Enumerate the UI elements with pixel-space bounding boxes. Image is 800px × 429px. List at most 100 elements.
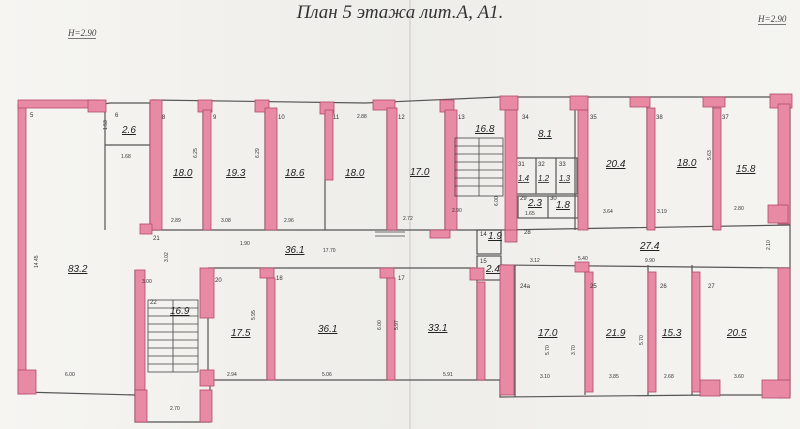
room-27-area: 20.5 bbox=[726, 328, 747, 339]
dimension-label: 5.95 bbox=[251, 310, 257, 320]
room-number: 20 bbox=[215, 278, 222, 284]
room-31-area: 1.4 bbox=[518, 174, 530, 183]
room-29-area: 2.3 bbox=[527, 198, 542, 209]
dimension-label: 1.53 bbox=[103, 120, 109, 130]
dimension-label: 6.29 bbox=[255, 148, 261, 158]
dimension-label: 3.60 bbox=[734, 374, 744, 380]
room-number: 33 bbox=[559, 162, 566, 168]
room-number: 28 bbox=[524, 230, 531, 236]
room-17-area: 33.1 bbox=[428, 323, 447, 334]
dimension-label: 2.70 bbox=[170, 406, 180, 412]
dimension-label: 3.08 bbox=[221, 218, 231, 224]
room-number: 26 bbox=[660, 284, 667, 290]
room-37-area: 15.8 bbox=[736, 164, 756, 175]
room-number: 15 bbox=[480, 259, 487, 265]
room-number: 35 bbox=[590, 115, 597, 121]
height-note-right: Н=2.90 bbox=[758, 14, 787, 25]
room-11-area: 18.0 bbox=[345, 168, 365, 179]
room-number: 25 bbox=[590, 284, 597, 290]
room-number: 24a bbox=[520, 284, 531, 290]
dimension-label: 5.63 bbox=[707, 150, 713, 160]
dimension-label: 3.70 bbox=[571, 345, 577, 355]
room-26-area: 15.3 bbox=[662, 328, 682, 339]
room-33-area: 1.3 bbox=[559, 174, 571, 183]
room-number: 14 bbox=[480, 232, 487, 238]
dimension-label: 3.85 bbox=[609, 374, 619, 380]
dimension-label: 14.45 bbox=[34, 255, 40, 268]
dimension-label: 5.97 bbox=[394, 320, 400, 330]
room-number: 13 bbox=[458, 115, 465, 121]
room-number: 17 bbox=[398, 276, 405, 282]
dimension-label: 6.25 bbox=[193, 148, 199, 158]
room-18-area: 36.1 bbox=[318, 324, 337, 335]
room-number: 37 bbox=[722, 115, 729, 121]
room-32-area: 1.2 bbox=[538, 174, 550, 183]
height-note-left: Н=2.90 bbox=[68, 28, 97, 39]
room-number: 30 bbox=[550, 196, 557, 202]
dimension-label: 2.88 bbox=[357, 114, 367, 120]
dimension-label: 2.10 bbox=[766, 240, 772, 250]
dimension-label: 1.65 bbox=[525, 211, 535, 217]
dimension-label: 5.70 bbox=[545, 345, 551, 355]
dimension-label: 2.89 bbox=[171, 218, 181, 224]
room-number: 34 bbox=[522, 115, 529, 121]
dimension-label: 5.06 bbox=[322, 372, 332, 378]
room-35-area: 20.4 bbox=[605, 159, 626, 170]
dimension-label: 1.90 bbox=[240, 241, 250, 247]
room-number: 5 bbox=[30, 113, 34, 119]
dimension-label: 5.40 bbox=[578, 256, 588, 262]
room-38-area: 18.0 bbox=[677, 158, 697, 169]
room-14-area: 1.9 bbox=[488, 231, 502, 242]
dimension-label: 3.19 bbox=[657, 209, 667, 215]
room-number: 8 bbox=[162, 115, 166, 121]
room-number: 9 bbox=[213, 115, 217, 121]
room-8-area: 18.0 bbox=[173, 168, 193, 179]
room-number: 27 bbox=[708, 284, 715, 290]
dimension-label: 2.72 bbox=[403, 216, 413, 222]
room-number: 32 bbox=[538, 162, 545, 168]
room-25-area: 21.9 bbox=[605, 328, 626, 339]
dimension-label: 2.90 bbox=[452, 208, 462, 214]
plan-title: План 5 этажа лит.А, А1. bbox=[296, 2, 504, 23]
room-number: 31 bbox=[518, 162, 525, 168]
dimension-label: 6.00 bbox=[65, 372, 75, 378]
room-number: 18 bbox=[276, 276, 283, 282]
room-34-area: 8.1 bbox=[538, 129, 552, 140]
room-number: 6 bbox=[115, 113, 119, 119]
dimension-label: 1.68 bbox=[121, 154, 131, 160]
dimension-label: 2.80 bbox=[734, 206, 744, 212]
room-24a-area: 17.0 bbox=[538, 328, 558, 339]
dimension-label: 3.00 bbox=[142, 279, 152, 285]
dimension-label: 2.94 bbox=[227, 372, 237, 378]
dimension-label: 6.00 bbox=[494, 196, 500, 206]
room-20-area: 17.5 bbox=[231, 328, 251, 339]
room-number: 29 bbox=[520, 196, 527, 202]
dimension-label: 9.90 bbox=[645, 258, 655, 264]
room-number: 11 bbox=[333, 115, 340, 121]
room-10-area: 18.6 bbox=[285, 168, 305, 179]
room-22-area: 16.9 bbox=[170, 306, 190, 317]
room-number: 10 bbox=[278, 115, 285, 121]
dimension-label: 6.00 bbox=[377, 320, 383, 330]
room-number: 12 bbox=[398, 115, 405, 121]
room-30-area: 1.8 bbox=[556, 200, 570, 211]
dimension-label: 2.68 bbox=[664, 374, 674, 380]
dimension-label: 3.02 bbox=[164, 252, 170, 262]
dimension-label: 3.10 bbox=[540, 374, 550, 380]
dimension-label: 2.96 bbox=[284, 218, 294, 224]
paper-fold bbox=[409, 0, 411, 429]
room-6-area: 2.6 bbox=[121, 125, 136, 136]
dimension-label: 3.64 bbox=[603, 209, 613, 215]
room-number: 21 bbox=[153, 236, 160, 242]
room-5-area: 83.2 bbox=[68, 264, 88, 275]
room-9-area: 19.3 bbox=[226, 168, 246, 179]
dimension-label: 17.70 bbox=[323, 248, 336, 254]
room-15-area: 2.4 bbox=[485, 264, 500, 275]
room-28-area: 27.4 bbox=[639, 241, 660, 252]
dimension-label: 5.91 bbox=[443, 372, 453, 378]
dimension-label: 5.70 bbox=[639, 335, 645, 345]
room-number: 38 bbox=[656, 115, 663, 121]
dimension-label: 3.12 bbox=[530, 258, 540, 264]
